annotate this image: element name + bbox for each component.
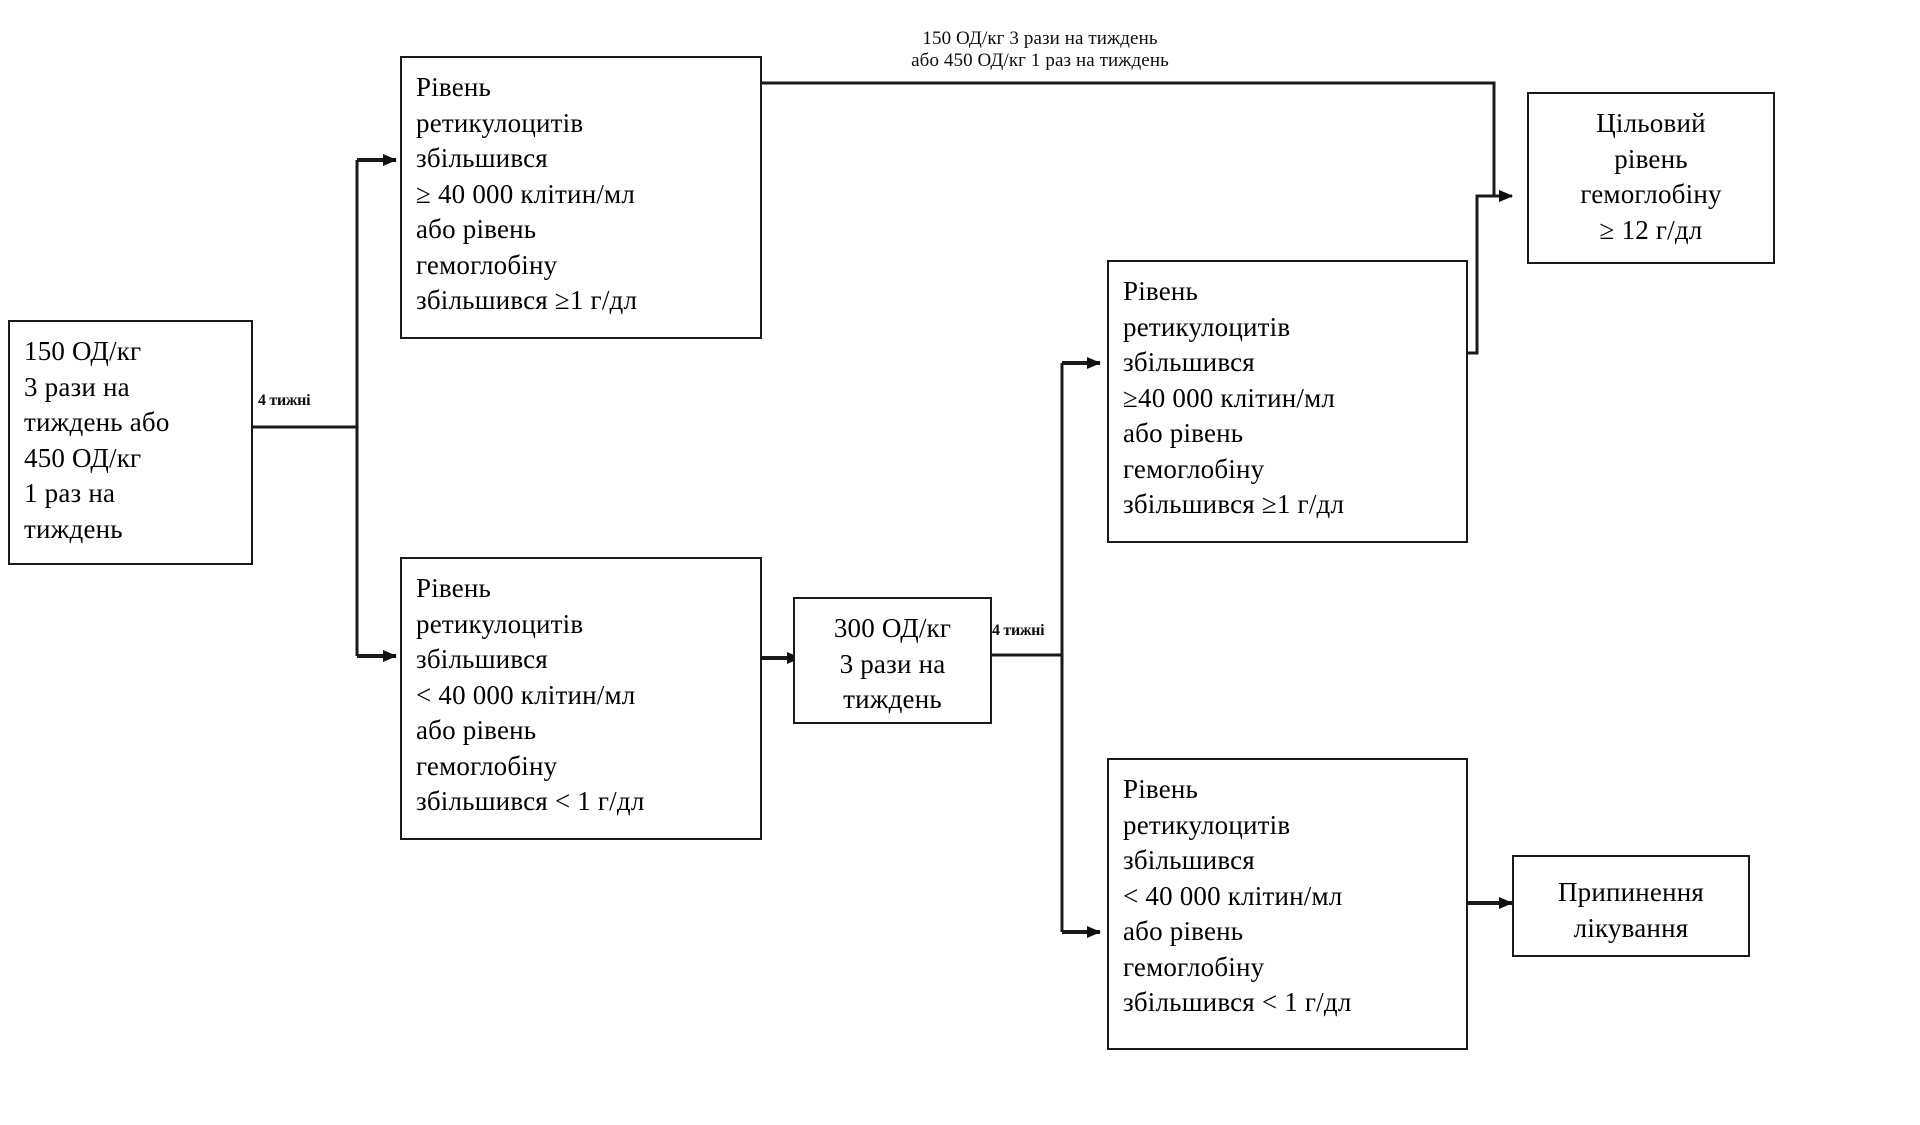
node-target-hemoglobin-label: Цільовий рівень гемоглобіну ≥ 12 г/дл xyxy=(1580,108,1722,245)
node-reticulocyte-increase-high-second-label: Рівень ретикулоцитів збільшився ≥40 000 … xyxy=(1123,276,1345,519)
node-start-dose[interactable]: 150 ОД/кг 3 рази на тиждень або 450 ОД/к… xyxy=(8,320,253,565)
node-reticulocyte-increase-low-second[interactable]: Рівень ретикулоцитів збільшився < 40 000… xyxy=(1107,758,1468,1050)
edge-dose300-to-second-split xyxy=(992,357,1101,938)
edge-high-retic-first-to-target xyxy=(762,81,1513,202)
node-start-dose-label: 150 ОД/кг 3 рази на тиждень або 450 ОД/к… xyxy=(24,336,170,544)
node-reticulocyte-increase-high-second[interactable]: Рівень ретикулоцитів збільшився ≥40 000 … xyxy=(1107,260,1468,543)
node-reticulocyte-increase-low-first[interactable]: Рівень ретикулоцитів збільшився < 40 000… xyxy=(400,557,762,840)
node-stop-treatment[interactable]: Припинення лікування xyxy=(1512,855,1750,957)
node-reticulocyte-increase-low-first-label: Рівень ретикулоцитів збільшився < 40 000… xyxy=(416,573,645,816)
node-stop-treatment-label: Припинення лікування xyxy=(1557,877,1705,943)
node-dose-300[interactable]: 300 ОД/кг 3 рази на тиждень xyxy=(793,597,992,724)
edge-label-maintenance-dose: 150 ОД/кг 3 рази на тиждень або 450 ОД/к… xyxy=(911,28,1169,71)
edge-high-retic-second-to-target xyxy=(1468,190,1513,355)
edge-label-4-weeks-second: 4 тижні xyxy=(992,622,1045,639)
node-reticulocyte-increase-high-first[interactable]: Рівень ретикулоцитів збільшився ≥ 40 000… xyxy=(400,56,762,339)
node-dose-300-label: 300 ОД/кг 3 рази на тиждень xyxy=(833,613,952,714)
edge-label-4-weeks-first: 4 тижні xyxy=(258,392,311,409)
node-reticulocyte-increase-high-first-label: Рівень ретикулоцитів збільшився ≥ 40 000… xyxy=(416,72,638,315)
node-target-hemoglobin[interactable]: Цільовий рівень гемоглобіну ≥ 12 г/дл xyxy=(1527,92,1775,264)
node-reticulocyte-increase-low-second-label: Рівень ретикулоцитів збільшився < 40 000… xyxy=(1123,774,1352,1017)
